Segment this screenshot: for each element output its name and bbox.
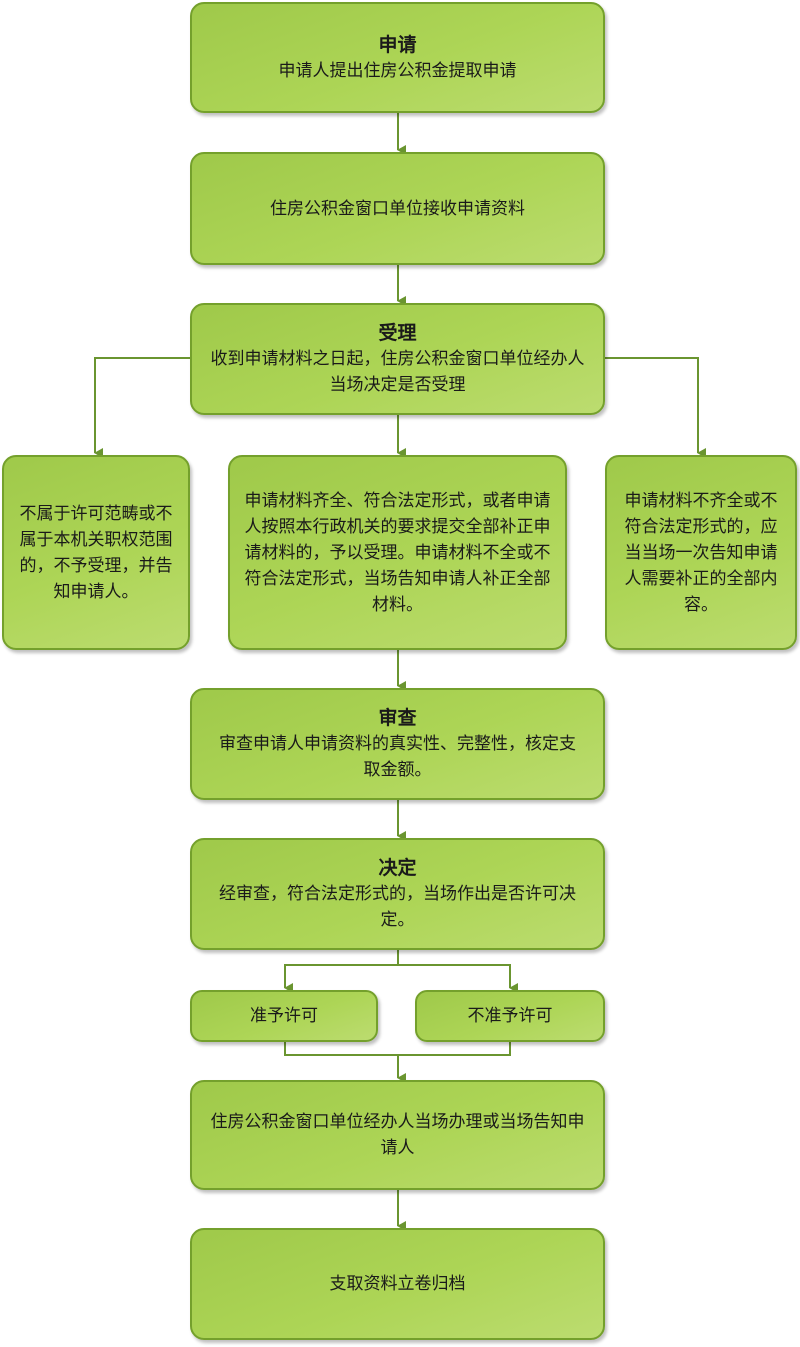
step-title: 受理: [378, 322, 417, 344]
step-text: 支取资料立卷归档: [329, 1274, 466, 1294]
step-text: 审查申请人申请资料的真实性、完整性，核定支取金额。: [219, 734, 576, 780]
arrow-accept-reject: [94, 357, 190, 458]
step-text: 住房公积金窗口单位接收申请资料: [270, 198, 525, 219]
step-text: 经审查，符合法定形式的，当场作出是否许可决定。: [219, 884, 576, 930]
step-text: 申请人提出住房公积金提取申请: [278, 60, 517, 81]
step-archive: 支取资料立卷归档: [190, 1228, 605, 1340]
step-handle: 住房公积金窗口单位经办人当场办理或当场告知申请人: [190, 1080, 605, 1190]
step-review: 审查 审查申请人申请资料的真实性、完整性，核定支取金额。: [190, 688, 605, 800]
arrow-decide-approve: [284, 950, 399, 993]
step-approve: 准予许可: [190, 990, 378, 1042]
step-text: 住房公积金窗口单位经办人当场办理或当场告知申请人: [210, 1112, 585, 1158]
step-text: 申请材料齐全、符合法定形式，或者申请人按照本行政机关的要求提交全部补正申请材料的…: [244, 490, 551, 615]
step-receive: 住房公积金窗口单位接收申请资料: [190, 152, 605, 265]
step-text: 收到申请材料之日起，住房公积金窗口单位经办人当场决定是否受理: [210, 349, 585, 395]
step-text: 不准予许可: [467, 1006, 553, 1026]
arrow-decide-deny: [398, 964, 518, 993]
step-apply: 申请 申请人提出住房公积金提取申请: [190, 2, 605, 113]
line-deny-handle: [398, 1042, 511, 1056]
step-text: 不属于许可范畴或不属于本机关职权范围的，不予受理，并告知申请人。: [19, 503, 173, 602]
step-reject: 不属于许可范畴或不属于本机关职权范围的，不予受理，并告知申请人。: [2, 455, 190, 650]
step-text: 准予许可: [250, 1006, 318, 1026]
step-accept: 受理 收到申请材料之日起，住房公积金窗口单位经办人当场决定是否受理: [190, 303, 605, 415]
step-title: 申请: [378, 33, 417, 56]
step-incomplete: 申请材料不齐全或不符合法定形式的，应当当场一次告知申请人需要补正的全部内容。: [605, 455, 797, 650]
step-text: 申请材料不齐全或不符合法定形式的，应当当场一次告知申请人需要补正的全部内容。: [624, 490, 778, 615]
step-title: 决定: [378, 857, 417, 879]
step-decide: 决定 经审查，符合法定形式的，当场作出是否许可决定。: [190, 838, 605, 950]
step-deny: 不准予许可: [415, 990, 605, 1042]
arrow-accept-incomplete: [605, 357, 706, 458]
arrow-approve-handle: [284, 1042, 406, 1083]
step-title: 审查: [378, 707, 417, 729]
step-complete: 申请材料齐全、符合法定形式，或者申请人按照本行政机关的要求提交全部补正申请材料的…: [228, 455, 567, 650]
